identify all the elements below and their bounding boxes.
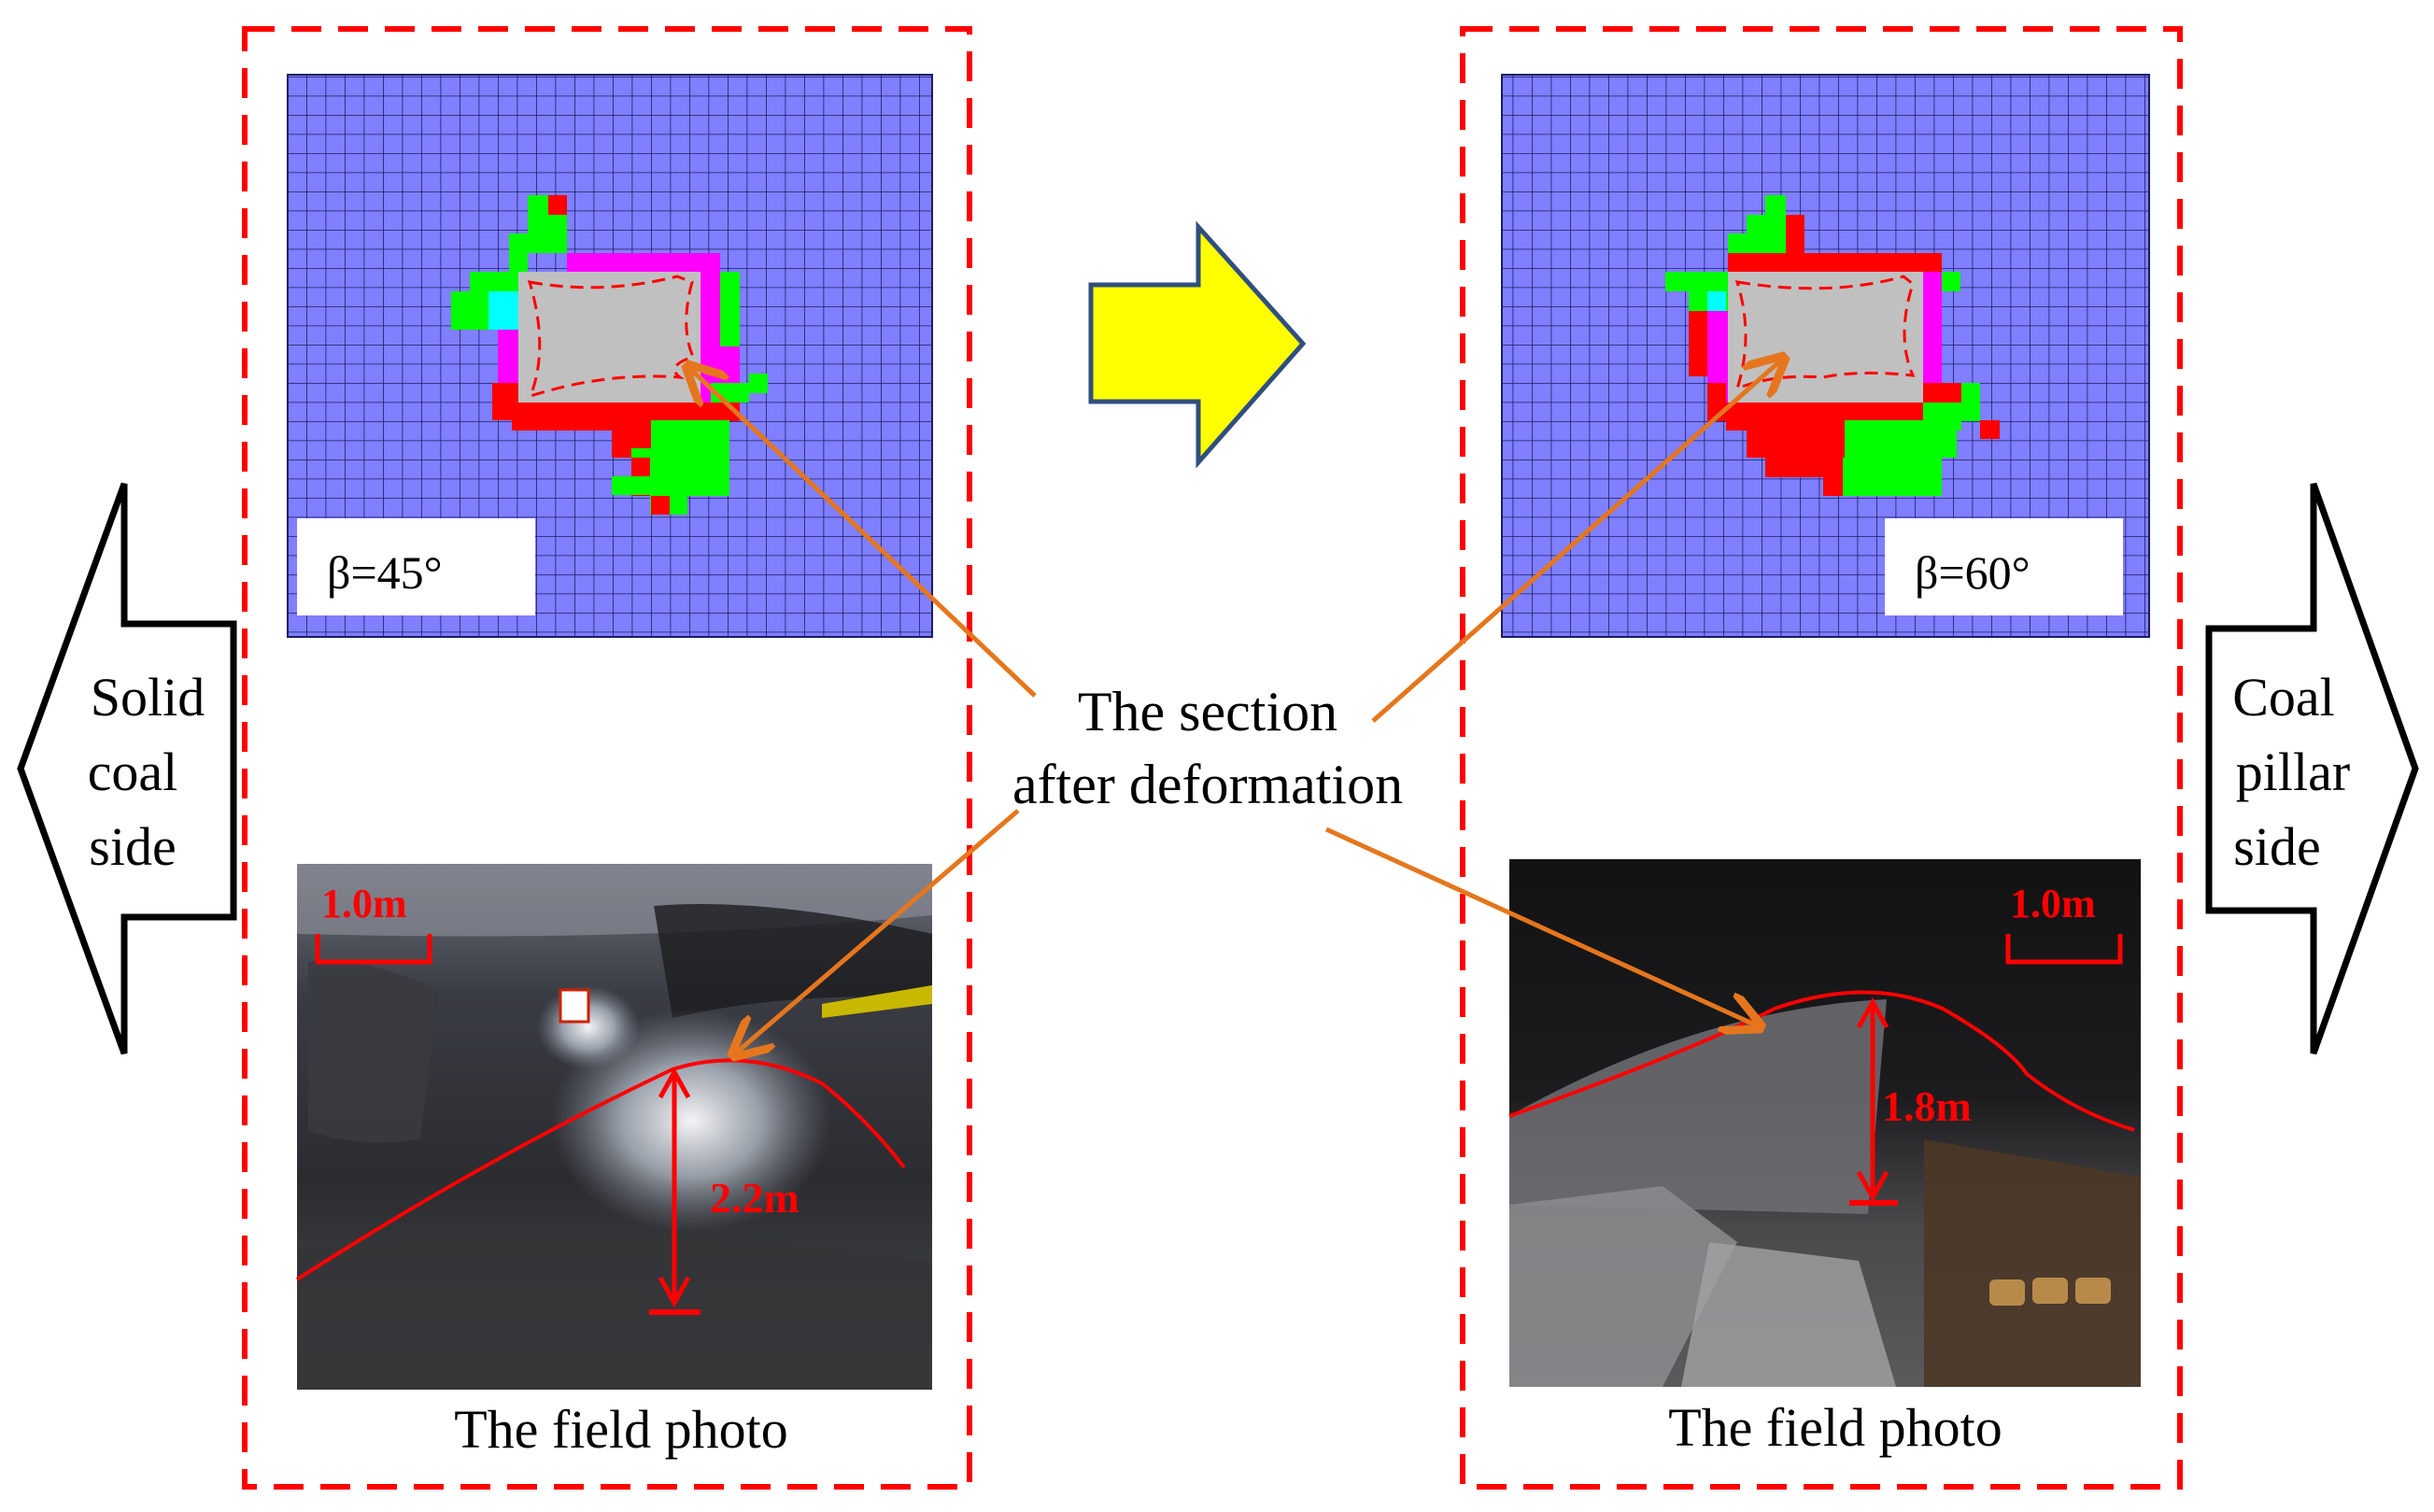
- right-side-label-line3: side: [2233, 816, 2320, 877]
- left-scale-bar: [315, 934, 432, 965]
- pointer-arrow-to-right-model: [1371, 358, 1784, 723]
- left-side-label-line3: side: [89, 816, 176, 877]
- left-side-label-line1: Solid: [91, 667, 205, 728]
- left-field-photo: 1.0m 2.2m: [295, 864, 932, 1390]
- right-height-label: 1.8m: [1882, 1082, 1972, 1130]
- right-deformed-section-outline: [1734, 275, 1916, 391]
- right-side-label-line1: Coal: [2232, 667, 2335, 728]
- center-label-line1: The section: [1078, 681, 1337, 742]
- center-label-line2: after deformation: [1012, 754, 1403, 815]
- right-photo-caption: The field photo: [1668, 1397, 2002, 1458]
- right-side-label-line2: pillar: [2236, 742, 2350, 802]
- left-photo-caption: The field photo: [454, 1399, 788, 1460]
- left-photo-profile-line: [295, 1058, 906, 1281]
- left-scale-label: 1.0m: [321, 881, 407, 926]
- right-numerical-model: β=60°: [1501, 74, 2150, 638]
- pointer-arrows: [687, 358, 1784, 1055]
- left-beta-label: β=45°: [327, 546, 443, 599]
- left-side-label-line2: coal: [88, 742, 178, 802]
- left-panel-frame: [242, 26, 972, 1490]
- left-height-label: 2.2m: [710, 1174, 800, 1222]
- right-side-arrow: [2205, 482, 2419, 1055]
- right-height-measure: [1849, 996, 1898, 1206]
- right-panel-frame: [1460, 26, 2183, 1490]
- pointer-arrow-to-right-photo: [1324, 827, 1761, 1027]
- right-beta-label: β=60°: [1915, 546, 2031, 599]
- right-plastic-zones: [1665, 195, 2000, 496]
- left-height-measure: [649, 1067, 700, 1315]
- center-yellow-arrow: [1088, 220, 1307, 469]
- left-side-arrow: [17, 482, 237, 1055]
- left-numerical-model: β=45°: [287, 74, 933, 638]
- right-scale-label: 1.0m: [2010, 881, 2096, 926]
- pointer-arrow-to-left-photo: [733, 809, 1020, 1055]
- right-field-photo: 1.0m 1.8m: [1508, 859, 2141, 1387]
- pointer-arrow-to-left-model: [687, 366, 1037, 698]
- left-deformed-section-outline: [527, 275, 696, 399]
- right-scale-bar: [2005, 934, 2123, 965]
- right-photo-profile-line: [1508, 990, 2135, 1132]
- left-roadway-cavity: [518, 272, 700, 403]
